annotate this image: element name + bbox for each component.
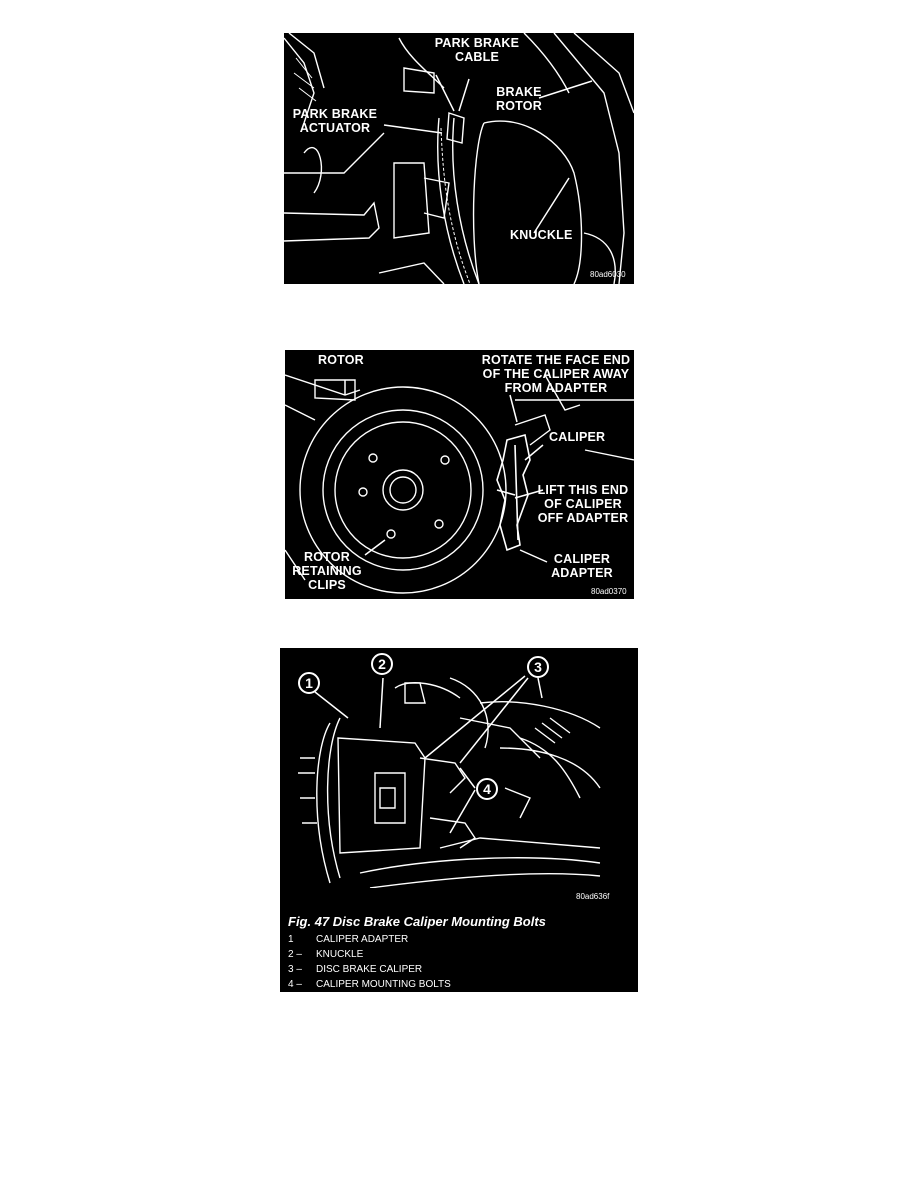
figure-code: 80ad636f — [576, 892, 610, 901]
figure-park-brake-cable: PARK BRAKE CABLE BRAKE ROTOR PARK BRAKE … — [284, 33, 634, 284]
label-knuckle: KNUCKLE — [510, 228, 573, 242]
figure-caliper-mounting-bolts: 1 2 3 4 80ad636f Fig. 47 Disc Brake Cali… — [280, 648, 638, 992]
figure-code: 80ad6030 — [590, 270, 626, 279]
label-brake-rotor: BRAKE ROTOR — [496, 85, 542, 113]
caliper-removal-illustration — [285, 374, 634, 594]
callout-4: 4 — [476, 778, 498, 800]
caliper-mounting-illustration — [298, 675, 601, 888]
label-park-brake-cable: PARK BRAKE CABLE — [434, 36, 520, 64]
legend-item: 2 –KNUCKLE — [288, 949, 364, 960]
park-brake-illustration — [284, 33, 634, 284]
figure-caption: Fig. 47 Disc Brake Caliper Mounting Bolt… — [288, 914, 546, 929]
callout-1: 1 — [298, 672, 320, 694]
label-rotor: ROTOR — [318, 353, 364, 367]
legend-item: 4 –CALIPER MOUNTING BOLTS — [288, 979, 451, 990]
label-rotate-instruction: ROTATE THE FACE END OF THE CALIPER AWAY … — [481, 353, 631, 395]
label-rotor-retaining-clips: ROTOR RETAINING CLIPS — [292, 550, 362, 592]
legend-item: 3 –DISC BRAKE CALIPER — [288, 964, 423, 975]
callout-2: 2 — [371, 653, 393, 675]
figure-caliper-removal: ROTOR ROTATE THE FACE END OF THE CALIPER… — [285, 350, 634, 599]
callout-3: 3 — [527, 656, 549, 678]
label-lift-instruction: LIFT THIS END OF CALIPER OFF ADAPTER — [537, 483, 629, 525]
figure-code: 80ad0370 — [591, 587, 627, 596]
label-caliper: CALIPER — [549, 430, 606, 444]
label-park-brake-actuator: PARK BRAKE ACTUATOR — [292, 107, 378, 135]
label-caliper-adapter: CALIPER ADAPTER — [551, 552, 613, 580]
